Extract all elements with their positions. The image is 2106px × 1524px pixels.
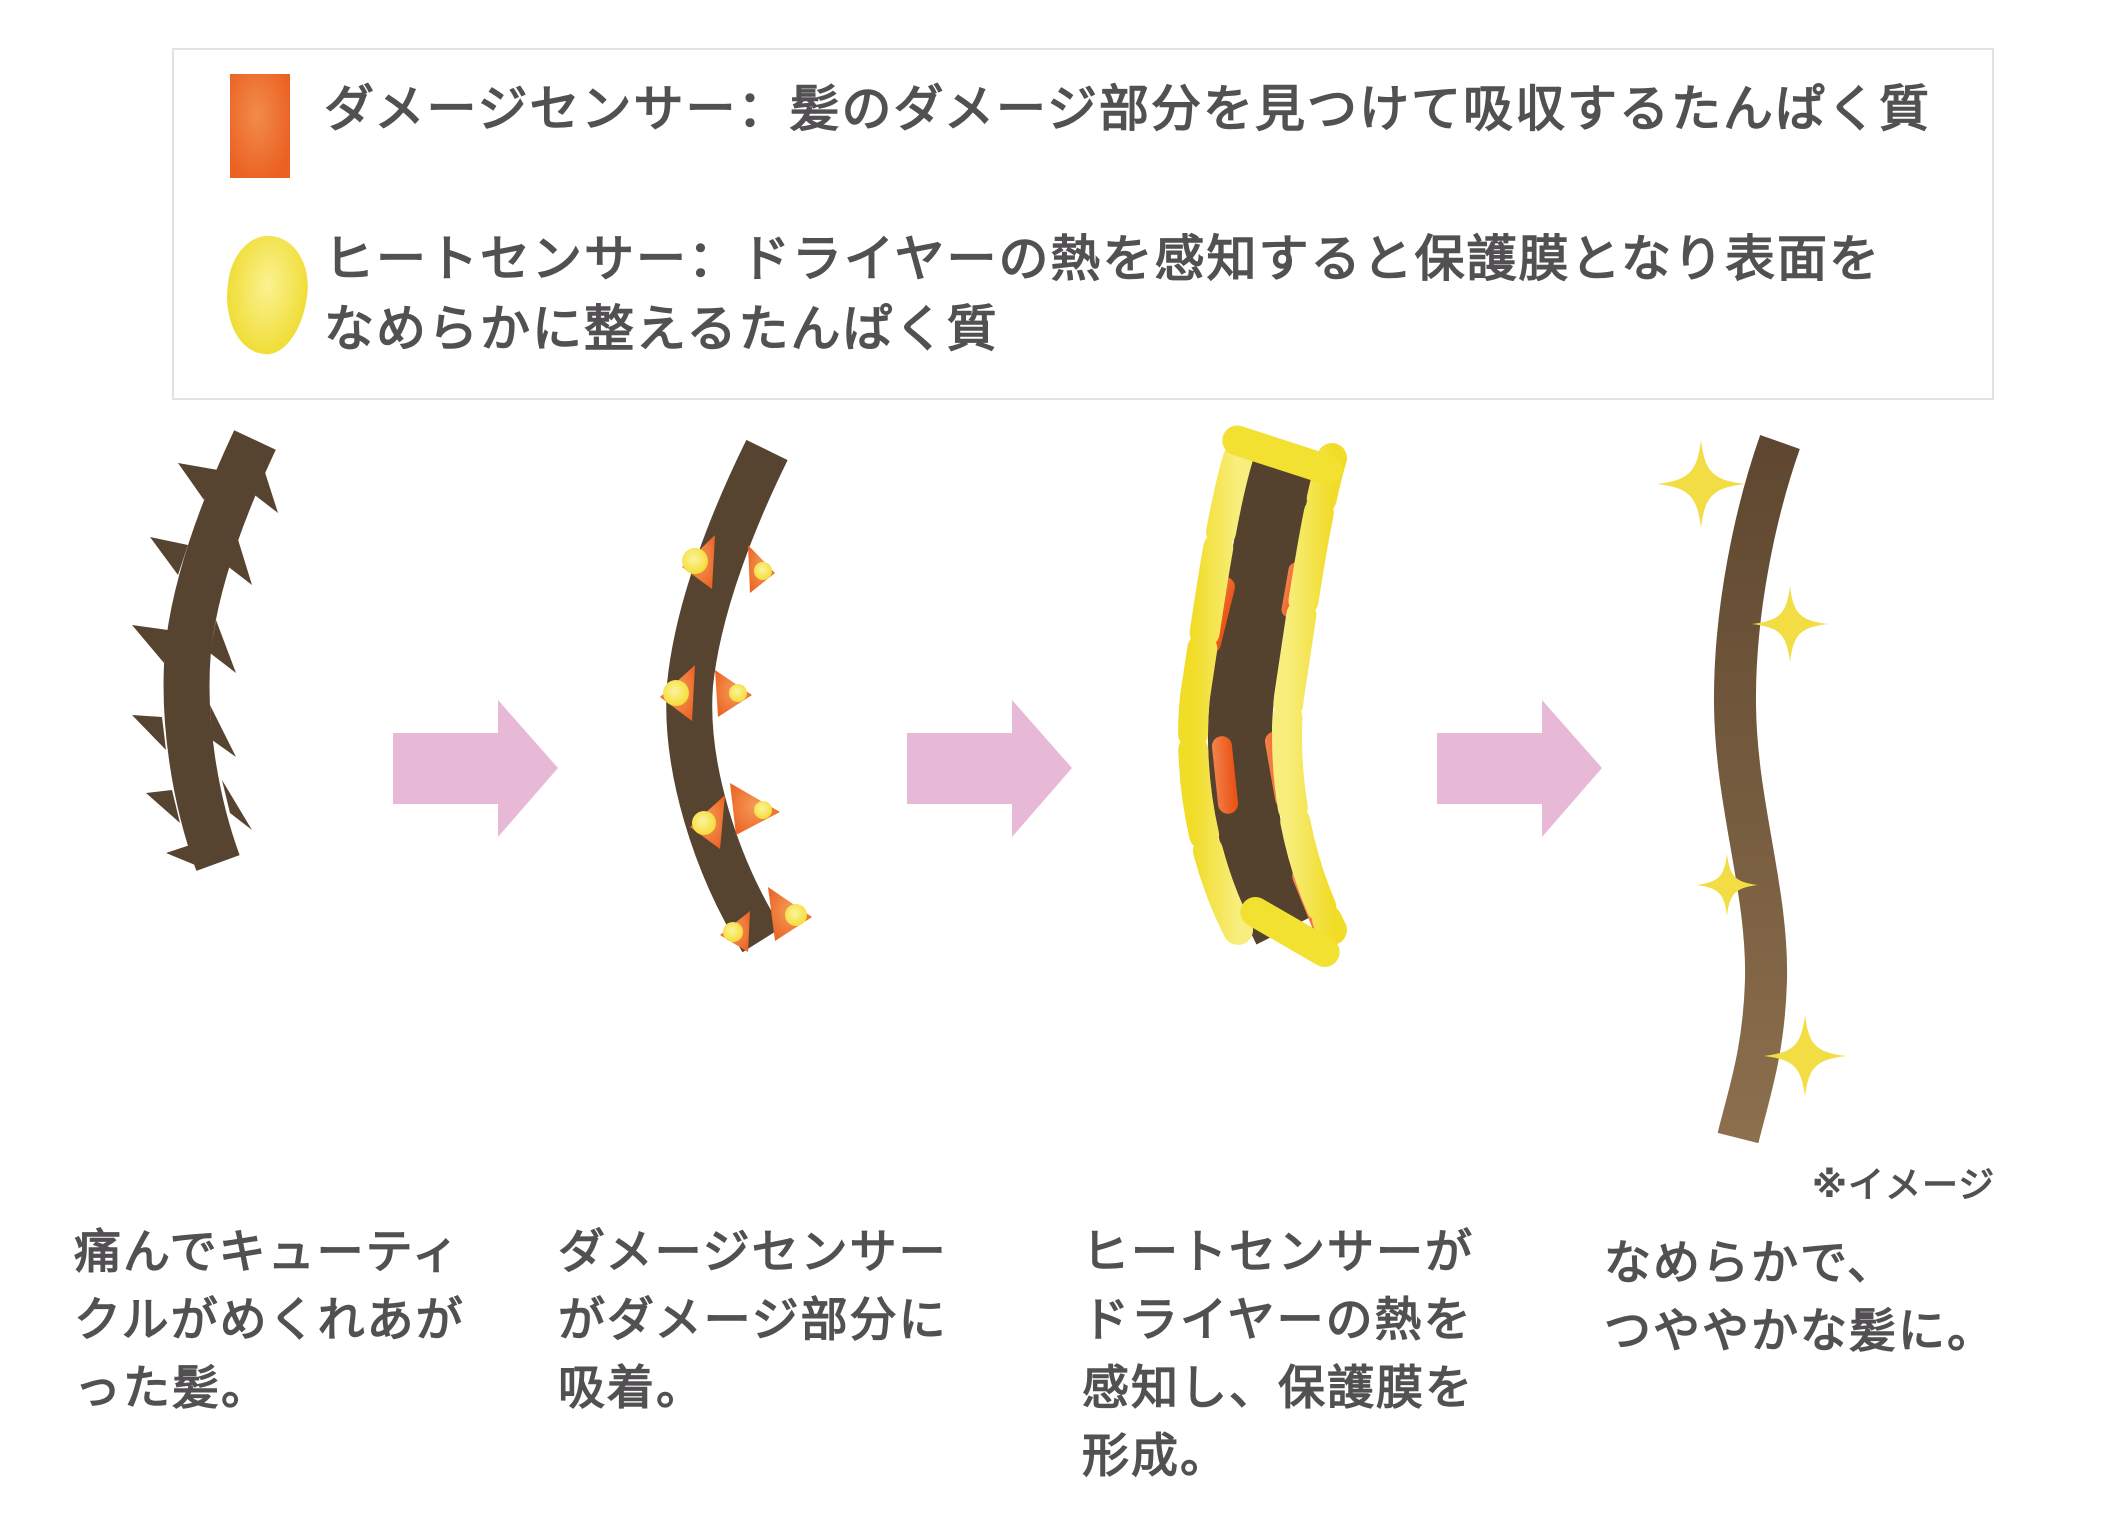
- cuticle-spikes: [132, 463, 278, 867]
- step-caption: ヒートセンサーが ドライヤーの熱を 感知し、保護膜を 形成。: [1082, 1225, 1474, 1482]
- arrow-right-icon: [393, 700, 558, 837]
- sparkle-icon: [1696, 854, 1758, 916]
- sparkle-icon: [1764, 1015, 1846, 1097]
- step-caption: ダメージセンサー がダメージ部分に 吸着。: [558, 1225, 948, 1414]
- arrow-right-icon: [1437, 700, 1602, 837]
- heat-sensor-swatch-icon: [221, 232, 313, 358]
- step-caption: なめらかで、 つややかな髪に。: [1604, 1236, 1996, 1357]
- damage-sensor-swatch-icon: [230, 74, 290, 178]
- smooth-glossy-hair-illustration: [1657, 435, 1846, 1144]
- sparkle-icons: [1657, 440, 1846, 1097]
- damage-sensor-attached-illustration: [660, 439, 812, 953]
- protective-film: [1178, 443, 1347, 945]
- step-caption: 痛んでキューティ クルがめくれあが った髪。: [74, 1225, 465, 1414]
- damaged-hair-illustration: [132, 430, 278, 871]
- legend-item-label: ダメージセンサー：髪のダメージ部分を見つけて吸収するたんぱく質: [324, 81, 1931, 137]
- legend-box: ダメージセンサー：髪のダメージ部分を見つけて吸収するたんぱく質 ヒートセンサー：…: [172, 48, 1994, 400]
- hair-strand: [132, 430, 278, 871]
- image-disclaimer-note: ※イメージ: [1812, 1164, 1996, 1205]
- heat-sensor-film-illustration: [1178, 425, 1347, 967]
- hair-strand: [1208, 448, 1316, 945]
- protective-film-caps: [1222, 425, 1342, 967]
- sparkle-icon: [1657, 440, 1745, 528]
- damage-sensor-dots: [663, 548, 807, 942]
- legend-item-label: ヒートセンサー：ドライヤーの熱を感知すると保護膜となり表面を なめらかに整えるた…: [324, 231, 1881, 357]
- hair-strand: [1713, 435, 1800, 1144]
- sparkle-icon: [1752, 586, 1828, 662]
- arrow-right-icon: [907, 700, 1072, 837]
